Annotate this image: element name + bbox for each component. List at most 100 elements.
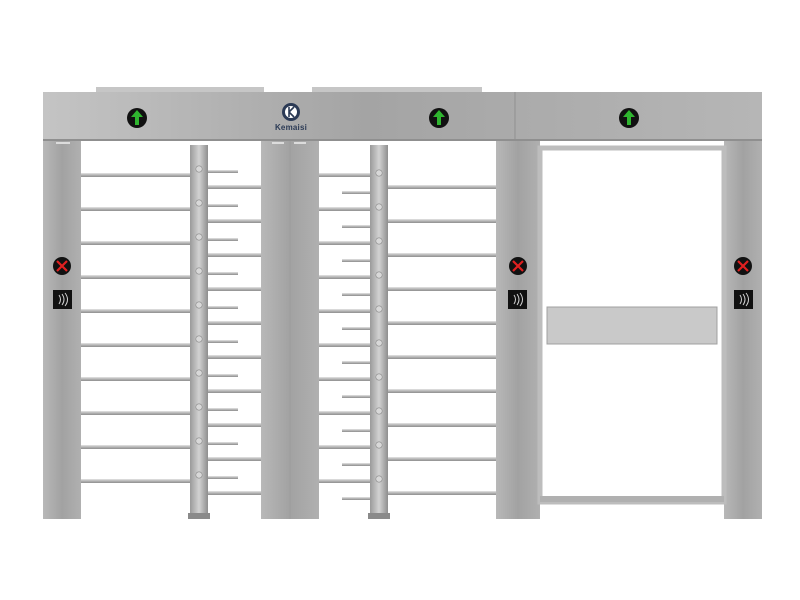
rotor-arm (319, 241, 370, 245)
lane-1-rotor-shaft (188, 145, 210, 519)
posts (43, 141, 762, 519)
fixed-bar (388, 457, 496, 461)
rotor-arm (342, 259, 370, 262)
rotor-hub (375, 271, 383, 279)
gate-slot (544, 352, 557, 494)
canopy-strips (96, 87, 482, 92)
fixed-bar (81, 377, 190, 381)
rotor-arm (319, 445, 370, 449)
gate-slot (656, 152, 670, 300)
nfc-reader-icon[interactable] (53, 290, 72, 309)
rotor-hub (375, 373, 383, 381)
header-beam (43, 92, 762, 141)
fixed-bar (388, 287, 496, 291)
fixed-bar (81, 207, 190, 211)
rotor-arm (319, 173, 370, 177)
rotor-arm (208, 476, 238, 479)
gate-slot (611, 152, 625, 300)
gate-slot (656, 352, 670, 494)
rotor-arm (342, 293, 370, 296)
gate-slot (566, 152, 580, 300)
rotor-arm (208, 408, 238, 411)
rotor-arm (319, 479, 370, 483)
x-cross-icon (734, 257, 752, 275)
brand-name: Kemaisi (274, 123, 308, 132)
rotor-hub (195, 335, 203, 343)
gate-slot (566, 352, 580, 494)
rotor-arm (319, 309, 370, 313)
rotor-arm (208, 204, 238, 207)
rotor-arm (342, 361, 370, 364)
gate-slot (701, 152, 715, 300)
arrow-up-icon (429, 108, 449, 128)
rotor-arm (208, 185, 261, 189)
rotor-arm (208, 287, 261, 291)
rotor-arm (319, 275, 370, 279)
fixed-bar (81, 445, 190, 449)
rotor-hub (375, 475, 383, 483)
fixed-bar (81, 479, 190, 483)
rotor-hub (375, 339, 383, 347)
fixed-bar (81, 275, 190, 279)
arrow-up-icon (127, 108, 147, 128)
fixed-bar (388, 253, 496, 257)
gate-slot (679, 152, 692, 300)
gate-slot (701, 352, 715, 494)
fixed-bar (81, 411, 190, 415)
arrow-up-icon (619, 108, 639, 128)
nfc-reader-icon[interactable] (734, 290, 753, 309)
gate-upper-bars (544, 152, 715, 300)
x-cross-icon (53, 257, 71, 275)
gate-slot (589, 352, 602, 494)
fixed-bar (388, 355, 496, 359)
gate-panel (546, 306, 718, 345)
rotor-hub (195, 199, 203, 207)
rotor-hub (195, 369, 203, 377)
fixed-bar (388, 423, 496, 427)
rotor-arm (342, 429, 370, 432)
rotor-arm (342, 327, 370, 330)
fixed-bar (81, 343, 190, 347)
rotor-arm (342, 395, 370, 398)
rotor-arm (208, 170, 238, 173)
swing-gate[interactable] (537, 145, 727, 505)
rotor-hub (375, 237, 383, 245)
rotor-arm (319, 343, 370, 347)
fixed-bar (81, 241, 190, 245)
rotor-arm (319, 411, 370, 415)
lane-1-fixed-bars (81, 173, 190, 483)
fixed-bar (81, 173, 190, 177)
rotor-hub (375, 441, 383, 449)
post-right (724, 141, 762, 519)
fixed-bar (388, 321, 496, 325)
post-left (43, 141, 81, 519)
rotor-arm (208, 457, 261, 461)
rotor-arm (342, 463, 370, 466)
rotor-hub (375, 203, 383, 211)
rotor-arm (208, 253, 261, 257)
lane-2-rotor-arms (319, 173, 370, 500)
rotor-arm (208, 272, 238, 275)
fixed-bar (81, 309, 190, 313)
rotor-arm (342, 225, 370, 228)
rotor-arm (319, 377, 370, 381)
rotor-arm (208, 321, 261, 325)
fixed-bar (388, 219, 496, 223)
rotor-arm (208, 238, 238, 241)
nfc-reader-icon[interactable] (508, 290, 527, 309)
rotor-hub (195, 471, 203, 479)
rotor-arm (208, 491, 261, 495)
rotor-arm (208, 340, 238, 343)
rotor-hub (375, 169, 383, 177)
gate-slot (611, 352, 625, 494)
gate-slot (634, 152, 647, 300)
gate-slot (634, 352, 647, 494)
rotor-hub (195, 267, 203, 275)
rotor-arm (342, 191, 370, 194)
gate-lower-bars (544, 352, 715, 494)
rotor-arm (208, 389, 261, 393)
rotor-hub (195, 165, 203, 173)
rotor-arm (208, 442, 238, 445)
kemaisi-logo-icon (282, 103, 300, 121)
